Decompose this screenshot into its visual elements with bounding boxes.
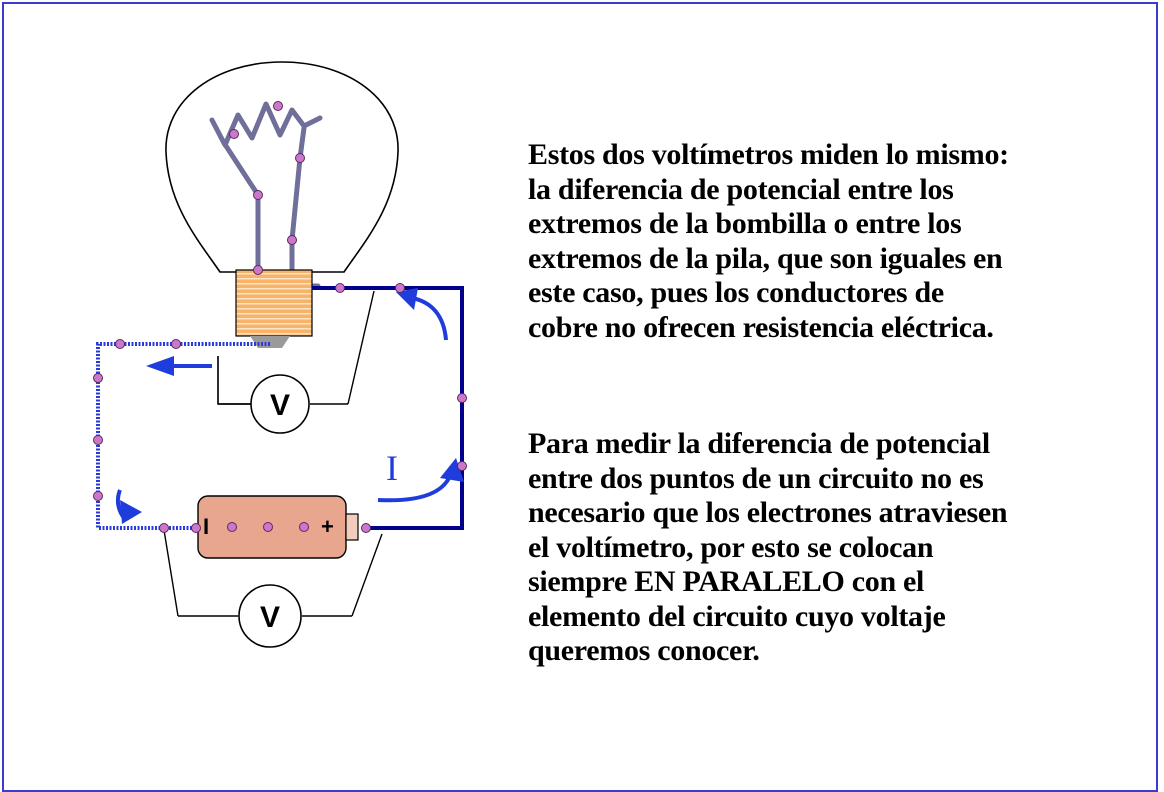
wire-right [312, 286, 464, 530]
current-label: I [386, 448, 398, 488]
voltmeter-top: V [250, 374, 310, 434]
voltmeter-bottom-label: V [260, 601, 280, 634]
battery-minus-sign: I [203, 514, 209, 539]
battery-terminal [345, 513, 359, 541]
voltmeter-top-label: V [270, 389, 290, 422]
voltmeter-top-leads [217, 356, 251, 405]
current-arrows [115, 288, 464, 524]
paragraph-2-emphasis: EN PARALELO [634, 565, 845, 598]
wire-nodes [93, 101, 467, 533]
battery-plus-sign: + [321, 514, 334, 539]
voltmeter-bottom: V [238, 584, 302, 648]
explanation-paragraph-2: Para medir la diferencia de potencial en… [528, 427, 1008, 669]
bulb-glass [165, 61, 399, 273]
paragraph-2-text-before: Para medir la diferencia de potencial en… [528, 427, 1008, 598]
explanation-paragraph-1: Estos dos voltímetros miden lo mismo: la… [528, 138, 1009, 344]
bulb-base [235, 269, 313, 337]
paragraph-2-text-after: con el elemento del circuito cuyo voltaj… [528, 565, 946, 667]
